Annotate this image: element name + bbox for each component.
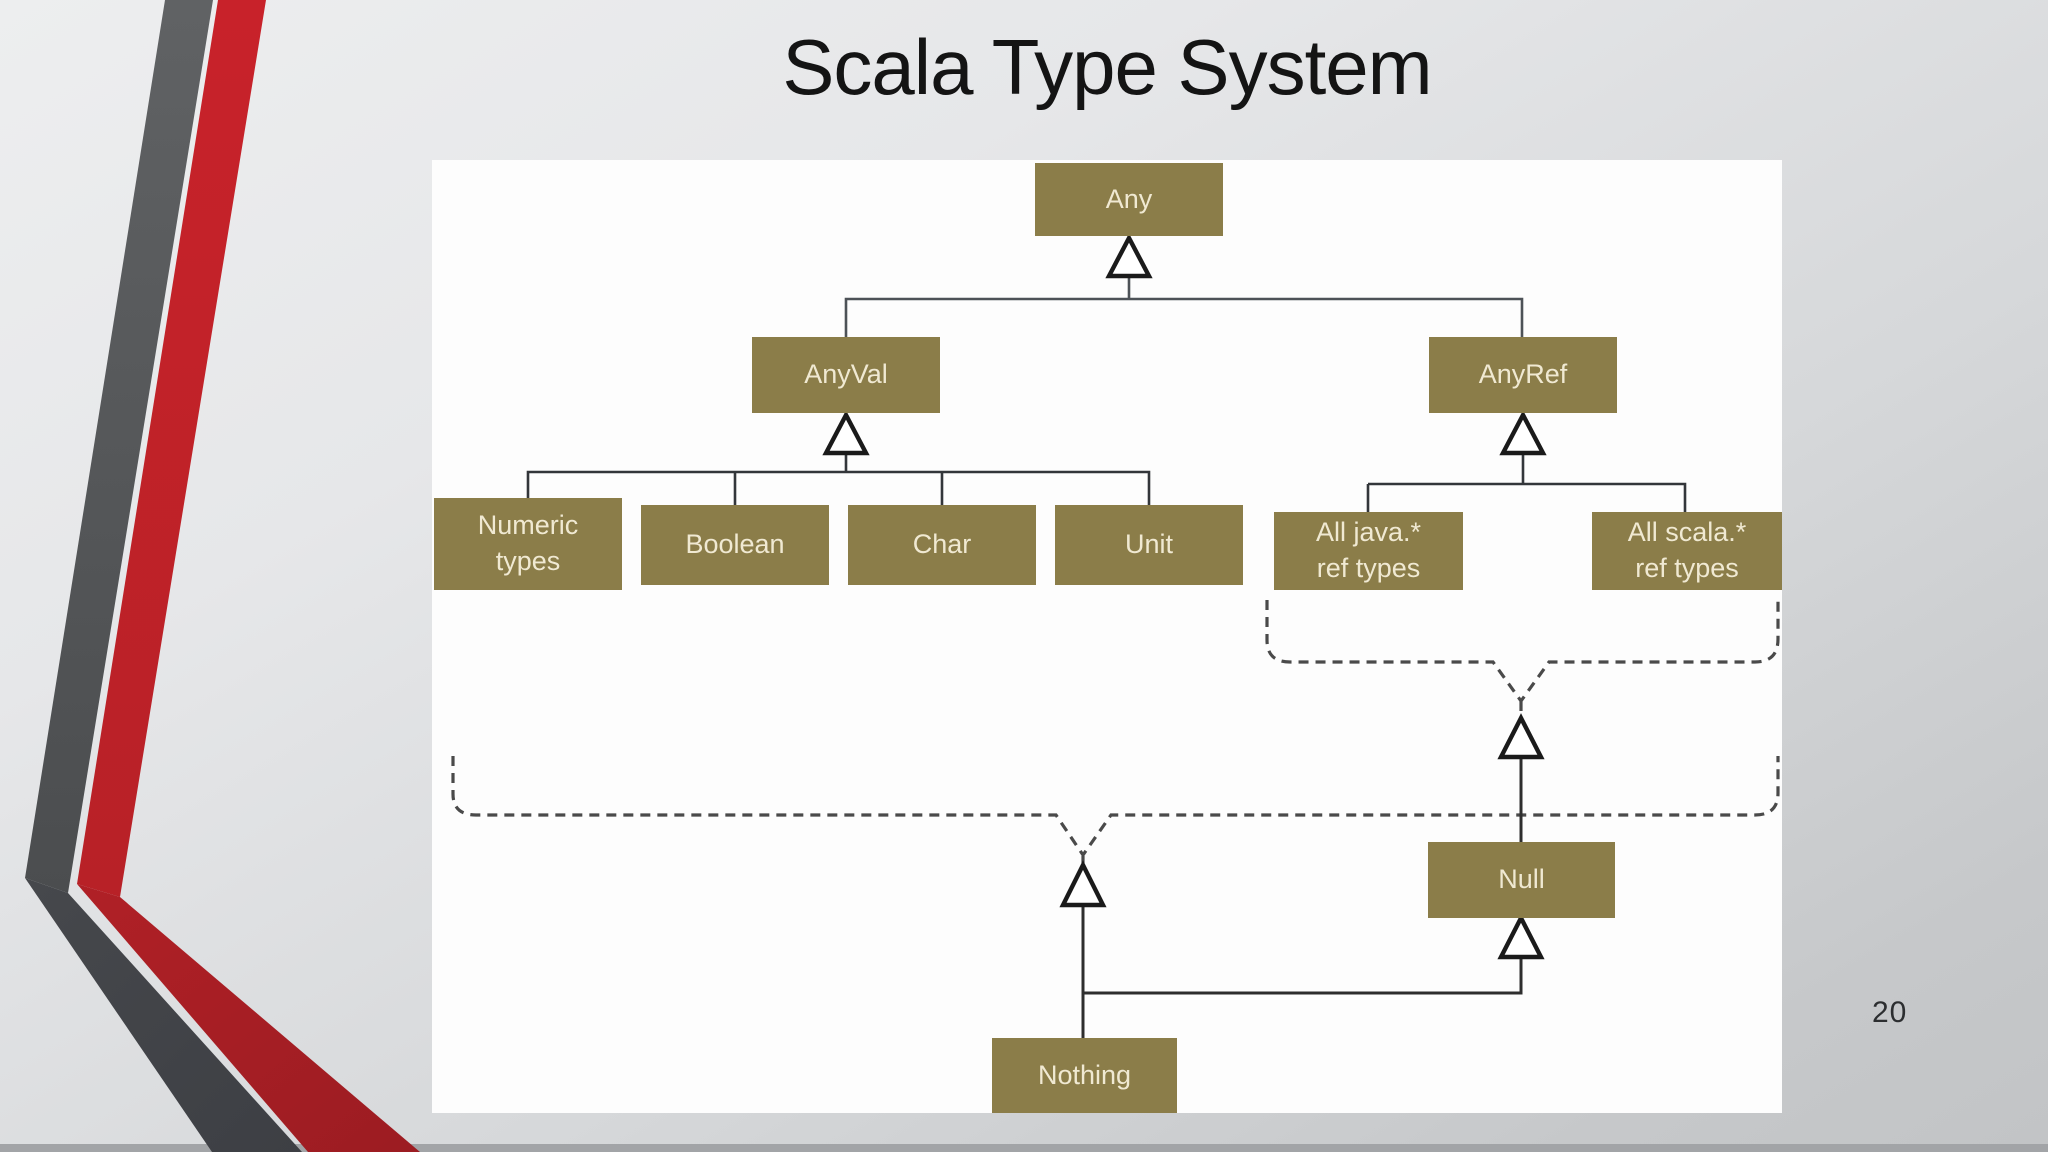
anyref-children-connector: [1366, 451, 1687, 514]
type-hierarchy-connectors: [451, 233, 1780, 1040]
diagram-panel: Any AnyVal AnyRef Numeric types Boolean …: [432, 160, 1782, 1113]
slide-title: Scala Type System: [782, 23, 1432, 111]
inheritance-arrow-icon-any: [1105, 233, 1153, 279]
inheritance-arrow-icon-null: [1497, 913, 1545, 960]
red-stripe-upper: [77, 0, 266, 897]
anyval-children-connector: [526, 451, 1151, 505]
nothing-connector-lines: [1081, 905, 1523, 1040]
node-char: Char: [848, 505, 1036, 585]
page-number: 20: [1872, 996, 1908, 1029]
gray-stripe-lower: [25, 878, 302, 1152]
red-stripe-lower: [77, 884, 420, 1152]
node-nothing: Nothing: [992, 1038, 1177, 1113]
node-any: Any: [1035, 163, 1223, 236]
inheritance-arrow-icon-null-brace: [1497, 713, 1545, 760]
inheritance-arrow-icon-anyval: [822, 410, 870, 456]
gray-stripe-upper: [25, 0, 213, 893]
node-all-java-ref-types: All java.* ref types: [1274, 512, 1463, 590]
slide-bottom-edge: [0, 1144, 2048, 1152]
node-anyval: AnyVal: [752, 337, 940, 413]
node-numeric-types: Numeric types: [434, 498, 622, 590]
node-unit: Unit: [1055, 505, 1243, 585]
node-all-scala-ref-types: All scala.* ref types: [1592, 512, 1782, 590]
any-children-connector: [844, 276, 1524, 339]
inheritance-arrow-icon-anyref: [1499, 410, 1547, 456]
node-null: Null: [1428, 842, 1615, 918]
inheritance-arrow-icon-nothing-brace: [1059, 860, 1107, 908]
anyref-subtypes-dashed-brace: [1265, 600, 1780, 716]
node-boolean: Boolean: [641, 505, 829, 585]
node-anyref: AnyRef: [1429, 337, 1617, 413]
